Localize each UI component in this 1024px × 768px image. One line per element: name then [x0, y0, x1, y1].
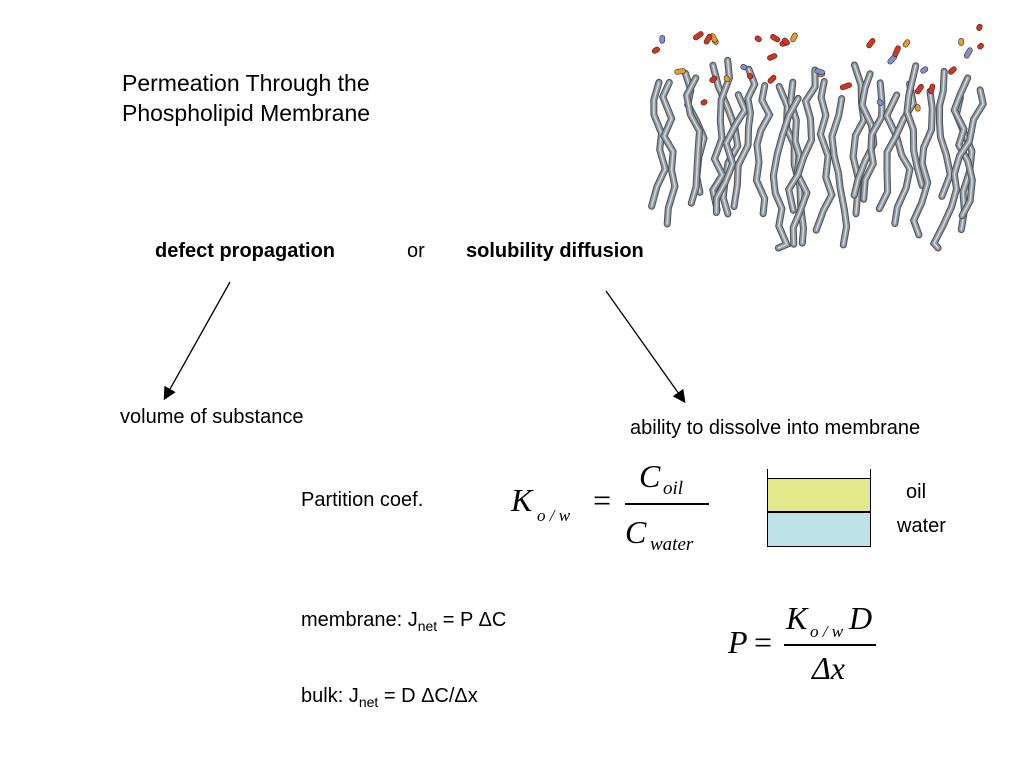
delta-x: Δx [812, 650, 845, 686]
p-k-subscript: o / w [810, 622, 844, 641]
volume-of-substance-label: volume of substance [120, 406, 304, 428]
oil-water-diagram [767, 469, 871, 547]
lipid-tails [648, 56, 987, 252]
defect-propagation-label: defect propagation [155, 240, 336, 262]
p-fraction-bar [784, 644, 876, 646]
partition-equation: K o / w = C oil C water [505, 458, 720, 558]
lipid-headgroups [651, 23, 984, 112]
bulk-subscript: net [358, 694, 379, 710]
phospholipid-membrane-image [648, 23, 987, 252]
membrane-flux-equation: membrane: Jnet = P ΔC [301, 609, 506, 634]
bulk-prefix: bulk: J [301, 685, 359, 707]
arrow-left [163, 281, 231, 401]
ability-to-dissolve-label: ability to dissolve into membrane [630, 417, 921, 439]
arrow-right [605, 290, 686, 404]
c-oil-symbol: C [639, 458, 661, 494]
or-label: or [407, 240, 425, 262]
title-line-1: Permeation Through the [122, 70, 370, 96]
membrane-subscript: net [417, 618, 438, 634]
k-symbol: K [511, 482, 533, 518]
oil-label: oil [906, 481, 927, 503]
c-water-subscript: water [650, 534, 694, 555]
partition-coef-label: Partition coef. [301, 489, 424, 511]
bulk-rhs: = D ΔC/Δx [378, 685, 478, 707]
p-equals-sign: = [754, 624, 773, 660]
p-symbol: P [728, 624, 748, 660]
title-line-2: Phospholipid Membrane [122, 100, 371, 126]
oil-layer [767, 478, 871, 512]
c-oil-subscript: oil [663, 478, 684, 499]
fraction-bar [625, 503, 709, 505]
p-k-symbol: K [786, 600, 808, 636]
membrane-rhs: = P ΔC [437, 609, 507, 631]
p-d-symbol: D [849, 600, 873, 636]
water-label: water [897, 515, 946, 537]
solubility-diffusion-label: solubility diffusion [466, 240, 644, 262]
water-layer [767, 512, 871, 547]
membrane-prefix: membrane: J [301, 609, 418, 631]
permeability-equation: P = K o / w D Δx [726, 600, 886, 695]
slide-title: Permeation Through the Phospholipid Memb… [122, 68, 370, 128]
bulk-flux-equation: bulk: Jnet = D ΔC/Δx [301, 685, 478, 710]
c-water-symbol: C [625, 514, 647, 550]
equals-sign: = [593, 482, 612, 518]
k-subscript: o / w [537, 506, 571, 525]
